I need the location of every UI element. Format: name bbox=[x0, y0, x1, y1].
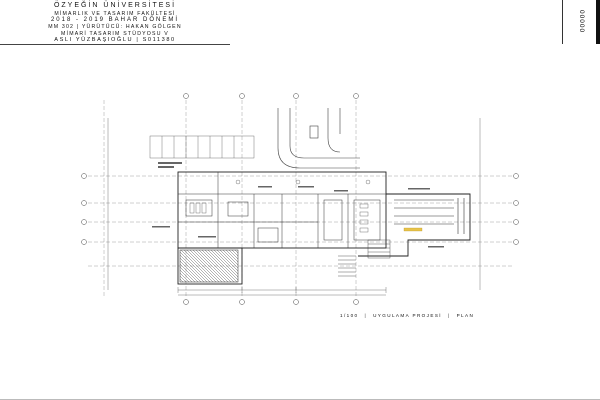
faculty-name: MİMARLIK VE TASARIM FAKÜLTESİ bbox=[54, 11, 176, 17]
grid-bubble bbox=[183, 93, 189, 99]
grid-bubble bbox=[293, 299, 299, 305]
grid-bubble bbox=[353, 299, 359, 305]
sheet-number-tab: 00000 bbox=[562, 0, 600, 44]
accent-marker bbox=[403, 227, 423, 232]
car-outline bbox=[309, 125, 319, 139]
sheet-number: 00000 bbox=[578, 10, 585, 34]
grid-bubble bbox=[513, 173, 519, 179]
studio-name: MİMARİ TASARIM STÜDYOSU V bbox=[61, 31, 169, 37]
furniture-marks bbox=[189, 179, 371, 233]
grid-bubble bbox=[513, 219, 519, 225]
tab-edge-bar bbox=[596, 0, 600, 44]
right-wing-lines bbox=[394, 198, 465, 234]
title-block: ÖZYEĞİN ÜNİVERSİTESİ MİMARLIK VE TASARIM… bbox=[0, 0, 230, 45]
grid-bubbles-top bbox=[81, 93, 519, 305]
annotation-blocks bbox=[152, 162, 444, 248]
grid-bubble bbox=[513, 200, 519, 206]
footer-separator: | bbox=[364, 313, 368, 318]
grid-bubble bbox=[239, 299, 245, 305]
floor-plan-drawing bbox=[81, 93, 519, 305]
grid-bubble bbox=[239, 93, 245, 99]
grid-bubble bbox=[81, 239, 87, 245]
tab-divider bbox=[562, 0, 563, 44]
student-info: ASLI YÜZBAŞIOĞLU | S011380 bbox=[54, 37, 176, 43]
grid-bubble bbox=[293, 93, 299, 99]
grid-bubble bbox=[183, 299, 189, 305]
grid-bubble bbox=[513, 239, 519, 245]
grid-bubble bbox=[353, 93, 359, 99]
stair bbox=[338, 239, 391, 277]
grid-bubble bbox=[81, 219, 87, 225]
parking-area bbox=[149, 135, 255, 159]
scale-label: 1/100 bbox=[340, 313, 359, 318]
sheet-label: PLAN bbox=[456, 313, 475, 318]
university-name: ÖZYEĞİN ÜNİVERSİTESİ bbox=[53, 2, 177, 9]
grid-bubble bbox=[81, 173, 87, 179]
project-label: UYGULAMA PROJESİ bbox=[373, 313, 442, 318]
driveway bbox=[277, 108, 360, 169]
course-info: MM 302 | YÜRÜTÜCÜ: HAKAN GÖLGEN bbox=[48, 24, 182, 30]
hatched-area bbox=[179, 249, 239, 283]
semester: 2018 - 2019 BAHAR DÖNEMİ bbox=[50, 17, 180, 23]
interior-walls bbox=[178, 172, 386, 248]
sheet-footer: 1/100 | UYGULAMA PROJESİ | PLAN bbox=[337, 313, 477, 318]
dimension-lines bbox=[177, 287, 387, 296]
grid-bubble bbox=[81, 200, 87, 206]
footer-separator: | bbox=[447, 313, 451, 318]
